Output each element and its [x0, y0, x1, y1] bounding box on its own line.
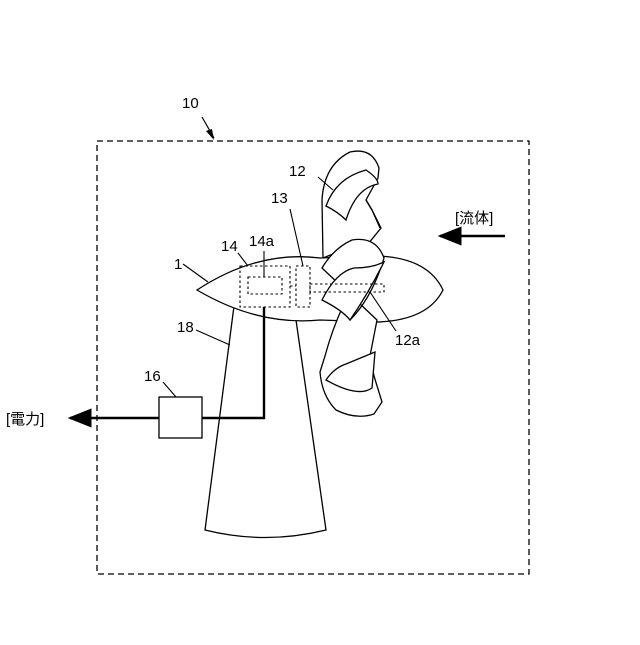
tower	[205, 306, 326, 538]
lower-blade	[320, 239, 384, 416]
system-boundary	[97, 141, 529, 574]
label-generator-part: 14a	[249, 233, 275, 250]
leader-system-arrowhead	[206, 129, 214, 140]
leader-converter	[163, 382, 176, 397]
converter-box	[159, 397, 202, 438]
leader-generator	[238, 253, 248, 266]
label-generator: 14	[221, 238, 238, 255]
leader-nose	[183, 264, 208, 282]
label-shaft: 12a	[395, 332, 421, 349]
label-fluid: [流体]	[455, 210, 493, 227]
nacelle	[197, 256, 443, 322]
label-nose: 1	[174, 256, 182, 273]
label-power: [電力]	[6, 411, 44, 428]
label-gearbox: 13	[271, 190, 288, 207]
label-converter: 16	[144, 368, 161, 385]
power-cable	[202, 307, 264, 418]
label-tower: 18	[177, 319, 194, 336]
label-system: 10	[182, 95, 199, 112]
leader-tower	[196, 330, 230, 345]
label-blade: 12	[289, 163, 306, 180]
